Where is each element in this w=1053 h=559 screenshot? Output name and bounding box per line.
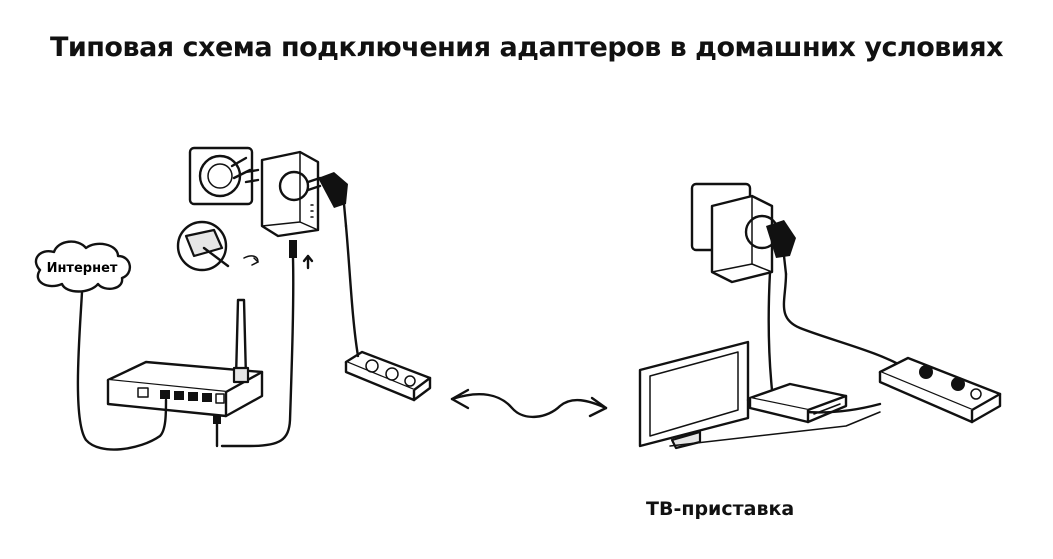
power-plug-icon [306, 172, 348, 228]
powerline-signal-arrow-icon [450, 388, 608, 418]
powerline-adapter-icon [244, 150, 320, 238]
tv-icon [638, 340, 750, 450]
power-strip-icon [344, 350, 432, 402]
table-edge [669, 411, 881, 447]
powerline-adapter-icon [710, 194, 780, 284]
ethernet-port-closeup-icon [176, 220, 259, 272]
power-plug-icon [766, 220, 796, 276]
set-top-box-icon [748, 382, 848, 424]
internet-label: Интернет [47, 261, 118, 276]
ethernet-cable [767, 270, 774, 392]
tv-box-label: ТВ-приставка [646, 498, 795, 520]
internet-cloud-icon: Интернет [34, 240, 131, 293]
diagram-title: Типовая схема подключения адаптеров в до… [49, 32, 1004, 63]
router-icon [106, 298, 264, 418]
power-cord [344, 224, 360, 358]
power-cord [782, 272, 907, 370]
ethernet-cable [213, 240, 314, 448]
power-strip-icon [878, 356, 1002, 424]
internet-cable [76, 290, 168, 451]
wall-socket-icon [188, 146, 254, 206]
